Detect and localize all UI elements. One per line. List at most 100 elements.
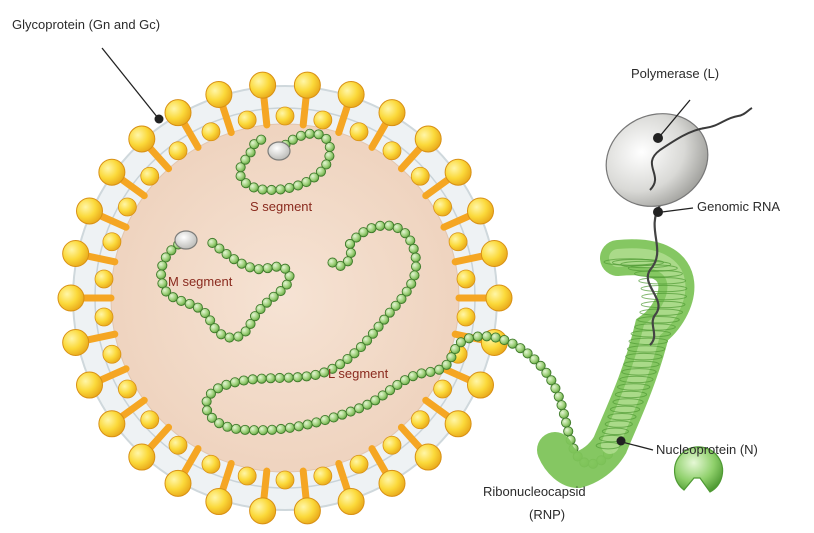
glycoprotein-inner-head	[169, 436, 187, 454]
glycoprotein-inner-head	[95, 270, 113, 288]
glycoprotein-inner-head	[434, 198, 452, 216]
nucleocapsid-bead	[208, 238, 217, 247]
nucleocapsid-bead	[263, 264, 272, 273]
nucleocapsid-bead	[236, 171, 245, 180]
nucleocapsid-bead	[217, 330, 226, 339]
nucleocapsid-bead	[272, 262, 281, 271]
nucleocapsid-bead	[338, 410, 347, 419]
nucleocapsid-bead	[230, 378, 239, 387]
glycoprotein-inner-head	[141, 411, 159, 429]
nucleocapsid-bead	[312, 418, 321, 427]
nucleocapsid-bead	[285, 183, 294, 192]
glycoprotein-inner-head	[202, 455, 220, 473]
nucleocapsid-bead	[305, 129, 314, 138]
nucleocapsid-bead	[267, 425, 276, 434]
ribonucleocapsid-label: Ribonucleocapsid	[483, 484, 586, 499]
glycoprotein-inner-head	[457, 270, 475, 288]
nucleocapsid-bead	[325, 151, 334, 160]
nucleocapsid-bead	[367, 224, 376, 233]
nucleocapsid-bead	[406, 236, 415, 245]
nucleocapsid-bead	[346, 407, 355, 416]
s-segment-polymerase-cap	[268, 142, 290, 160]
nucleocapsid-bead	[410, 271, 419, 280]
glycoprotein-inner-head	[350, 455, 368, 473]
nucleocapsid-bead	[248, 375, 257, 384]
nucleocapsid-bead	[311, 370, 320, 379]
nucleocapsid-bead	[345, 239, 354, 248]
genomic-rna-label: Genomic RNA	[697, 199, 780, 214]
virion-interior	[111, 124, 459, 472]
nucleocapsid-bead	[302, 372, 311, 381]
glycoprotein-inner-head	[411, 411, 429, 429]
nucleocapsid-bead	[249, 426, 258, 435]
glycoprotein-inner-head	[141, 167, 159, 185]
nucleocapsid-bead	[293, 181, 302, 190]
nucleocapsid-bead	[329, 413, 338, 422]
nucleocapsid-bead	[258, 185, 267, 194]
nucleocapsid-bead	[240, 425, 249, 434]
m-segment-polymerase-cap	[175, 231, 197, 249]
nucleocapsid-bead	[302, 177, 311, 186]
genomic-rna-leader	[662, 208, 693, 212]
nucleocapsid-bead	[411, 262, 420, 271]
nucleocapsid-bead	[293, 373, 302, 382]
nucleocapsid-bead	[285, 423, 294, 432]
glycoprotein-inner-head	[314, 467, 332, 485]
glycoprotein-inner-head	[103, 345, 121, 363]
nucleocapsid-bead	[202, 397, 211, 406]
glycoprotein-inner-head	[314, 111, 332, 129]
glycoprotein-dot	[155, 115, 164, 124]
nucleocapsid-bead	[257, 135, 266, 144]
nucleocapsid-bead	[551, 384, 560, 393]
nucleocapsid-bead	[222, 380, 231, 389]
nucleocapsid-bead	[276, 424, 285, 433]
glycoprotein-inner-head	[103, 233, 121, 251]
nucleocapsid-bead	[257, 374, 266, 383]
nucleocapsid-bead	[473, 332, 482, 341]
nucleocapsid-bead	[158, 261, 167, 270]
nucleocapsid-bead	[267, 185, 276, 194]
nucleocapsid-bead	[275, 373, 284, 382]
nucleocapsid-bead	[239, 376, 248, 385]
rnp-label: (RNP)	[529, 507, 565, 522]
glycoprotein-inner-head	[383, 142, 401, 160]
nucleocapsid-bead	[225, 333, 234, 342]
nucleocapsid-bead	[559, 409, 568, 418]
nucleocapsid-bead	[408, 372, 417, 381]
nucleocapsid-bead	[482, 332, 491, 341]
nucleocapsid-bead	[564, 427, 573, 436]
nucleocapsid-bead	[284, 373, 293, 382]
rnp-helix	[555, 205, 687, 470]
glycoprotein-inner-head	[118, 198, 136, 216]
nucleocapsid-bead	[464, 334, 473, 343]
glycoprotein-leader	[102, 48, 158, 118]
nucleocapsid-bead	[320, 415, 329, 424]
nucleocapsid-bead	[281, 264, 290, 273]
nucleocapsid-bead	[385, 221, 394, 230]
glycoprotein-inner-head	[383, 436, 401, 454]
nucleocapsid-bead	[258, 426, 267, 435]
nucleocapsid-bead	[232, 424, 241, 433]
glycoprotein-inner-head	[411, 167, 429, 185]
glycoprotein-inner-head	[202, 123, 220, 141]
nucleocapsid-bead	[328, 258, 337, 267]
nucleocapsid-bead	[325, 142, 334, 151]
polymerase-label: Polymerase (L)	[631, 66, 719, 81]
glycoprotein-inner-head	[95, 308, 113, 326]
glycoprotein-inner-head	[434, 380, 452, 398]
nucleocapsid-bead	[296, 131, 305, 140]
m-segment-label: M segment	[168, 274, 232, 289]
nucleoprotein-dot	[617, 437, 626, 446]
nucleocapsid-bead	[411, 253, 420, 262]
nucleocapsid-bead	[426, 367, 435, 376]
nucleocapsid-bead	[266, 374, 275, 383]
glycoprotein-inner-head	[169, 142, 187, 160]
nucleocapsid-bead	[254, 265, 263, 274]
nucleocapsid-bead	[554, 392, 563, 401]
nucleocapsid-bead	[409, 244, 418, 253]
nucleocapsid-bead	[346, 248, 355, 257]
genomic-rna-dot	[653, 207, 663, 217]
s-segment-label: S segment	[250, 199, 312, 214]
glycoprotein-inner-head	[276, 107, 294, 125]
nucleocapsid-bead	[376, 221, 385, 230]
